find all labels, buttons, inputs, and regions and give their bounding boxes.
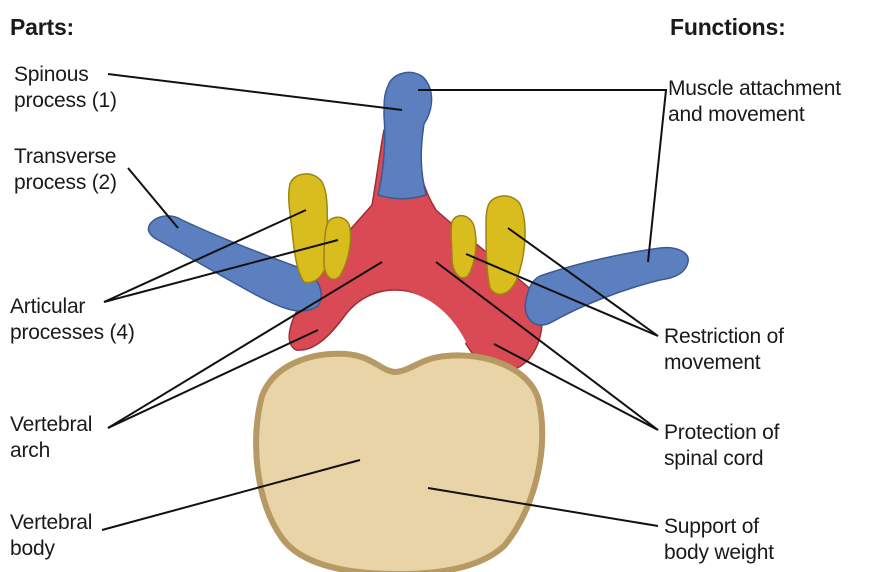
functions-header: Functions:	[670, 14, 786, 40]
spinous-process	[378, 72, 432, 198]
label-vertebral-body: Vertebral body	[10, 510, 92, 562]
label-protection-of-spinal-cord: Protection of spinal cord	[664, 420, 779, 472]
label-restriction-of-movement: Restriction of movement	[664, 324, 784, 376]
leader-transverse	[128, 168, 178, 228]
label-vertebral-arch: Vertebral arch	[10, 412, 92, 464]
leader-spinous	[108, 74, 402, 110]
label-support-of-body-weight: Support of body weight	[664, 514, 774, 566]
label-articular-processes: Articular processes (4)	[10, 294, 135, 346]
label-transverse-process: Transverse process (2)	[14, 144, 117, 196]
parts-header: Parts:	[10, 14, 74, 40]
right-inferior-articular-process	[451, 216, 476, 278]
label-spinous-process: Spinous process (1)	[14, 62, 117, 114]
label-muscle-attachment: Muscle attachment and movement	[668, 76, 841, 128]
vertebral-body	[256, 354, 542, 572]
